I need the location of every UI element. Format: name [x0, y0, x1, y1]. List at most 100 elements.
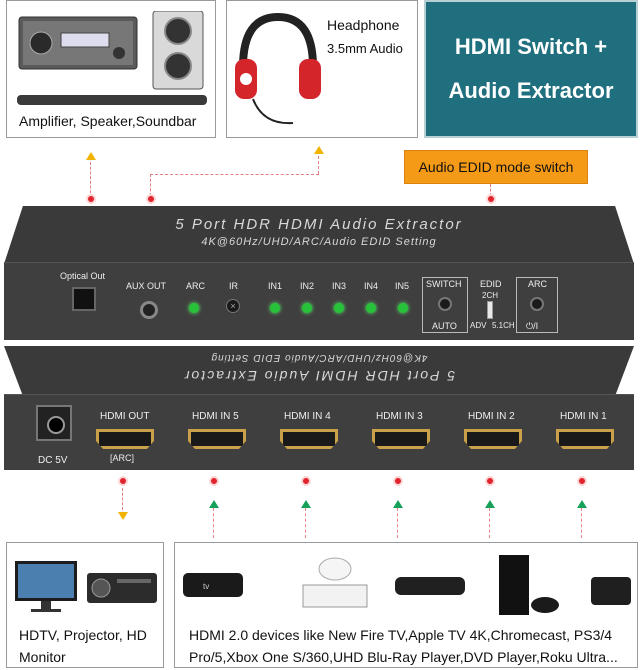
edid-2ch-label: 2CH: [482, 291, 499, 300]
line-to-headphone-down: [150, 174, 151, 196]
arrow-from-in3: [393, 500, 403, 508]
sources-line1: HDMI 2.0 devices like New Fire TV,Apple …: [189, 627, 613, 643]
in2-label: IN2: [300, 281, 315, 291]
amplifier-caption: Amplifier, Speaker,Soundbar: [19, 113, 197, 129]
headphone-image: [235, 12, 321, 125]
rear-print-line2: 4K@60Hz/UHD/ARC/Audio EDID Setting: [210, 352, 428, 363]
edid-slide-switch[interactable]: [487, 301, 493, 319]
auto-label: AUTO: [432, 321, 457, 331]
in1-label: IN1: [268, 281, 283, 291]
switch-button[interactable]: [438, 297, 452, 311]
rear-device-top: 4K@60Hz/UHD/ARC/Audio EDID Setting 5 Por…: [4, 346, 634, 396]
arc-label: ARC: [186, 281, 206, 291]
hdmi-in5-port: [188, 429, 246, 449]
edid-adv-label: ADV: [470, 321, 487, 330]
line-to-headphone: [318, 156, 319, 174]
arrow-from-in1: [577, 500, 587, 508]
optical-port: [72, 287, 96, 311]
sources-line2: Pro/5,Xbox One S/360,UHD Blu-Ray Player,…: [189, 649, 618, 665]
hdmi-in1-label: HDMI IN 1: [560, 411, 607, 422]
arrow-to-headphone: [314, 146, 324, 154]
aux-label: AUX OUT: [126, 281, 167, 291]
arrow-from-in5: [209, 500, 219, 508]
arc-note: [ARC]: [110, 453, 135, 463]
switch-frame: [422, 277, 468, 333]
arc-led: [189, 303, 199, 313]
sources-image: tv: [183, 555, 631, 615]
headphone-line2: 3.5mm Audio: [327, 41, 403, 56]
dot-in1: [577, 476, 587, 486]
in2-led: [302, 303, 312, 313]
line-in2: [489, 508, 490, 538]
hdmi-in2-label: HDMI IN 2: [468, 411, 515, 422]
arc-power-button[interactable]: [530, 297, 544, 311]
edid-callout: Audio EDID mode switch: [404, 150, 588, 184]
title-line-2: Audio Extractor: [448, 78, 614, 103]
hdmi-in2-port: [464, 429, 522, 449]
in5-led: [398, 303, 408, 313]
line-in1: [581, 508, 582, 538]
hdmi-in5-label: HDMI IN 5: [192, 411, 239, 422]
front-print-line1: 5 Port HDR HDMI Audio Extractor: [175, 216, 463, 233]
aux-jack: [140, 301, 158, 319]
dot-in2: [485, 476, 495, 486]
amplifier-image: [17, 11, 207, 105]
arrow-from-in2: [485, 500, 495, 508]
optical-label: Optical Out: [60, 271, 106, 281]
front-print-line2: 4K@60Hz/UHD/ARC/Audio EDID Setting: [201, 236, 437, 248]
ir-label: IR: [229, 281, 238, 291]
amplifier-box: Amplifier, Speaker,Soundbar: [6, 0, 216, 138]
rear-print-line1: 5 Port HDR HDMI Audio Extractor: [182, 368, 456, 384]
in1-led: [270, 303, 280, 313]
headphone-box: Headphone 3.5mm Audio: [226, 0, 418, 138]
in3-led: [334, 303, 344, 313]
dot-in4: [301, 476, 311, 486]
edid-51-label: 5.1CH: [492, 321, 515, 330]
arrow-to-display: [118, 512, 128, 520]
switch-label: SWITCH: [426, 279, 462, 289]
line-to-edid: [490, 184, 491, 196]
arc-button-label: ARC: [528, 279, 548, 289]
display-image: [15, 561, 157, 612]
hdmi-out-label: HDMI OUT: [100, 411, 150, 422]
dot-aux: [146, 194, 156, 204]
line-to-display: [122, 488, 123, 510]
sources-box: tv HDMI 2.0 devices like New Fire TV,App…: [174, 542, 638, 668]
hdmi-out-port: [96, 429, 154, 449]
arc-switch-frame: [516, 277, 558, 333]
arrow-to-amplifier: [86, 152, 96, 160]
line-to-amplifier: [90, 162, 91, 198]
dot-optical: [86, 194, 96, 204]
rear-device-face: DC 5V HDMI OUT [ARC] HDMI IN 5 HDMI IN 4…: [4, 394, 634, 470]
dot-in5: [209, 476, 219, 486]
in4-label: IN4: [364, 281, 379, 291]
dc-label: DC 5V: [38, 455, 68, 466]
display-line2: Monitor: [19, 649, 66, 665]
edid-label: EDID: [480, 279, 502, 289]
svg-text:tv: tv: [203, 582, 209, 591]
headphone-line1: Headphone: [327, 17, 400, 33]
dot-edid: [486, 194, 496, 204]
hdmi-in3-label: HDMI IN 3: [376, 411, 423, 422]
dot-in3: [393, 476, 403, 486]
front-panel-device: 5 Port HDR HDMI Audio Extractor 4K@60Hz/…: [4, 206, 634, 340]
line-to-headphone-h: [150, 174, 319, 175]
front-device-top: 5 Port HDR HDMI Audio Extractor 4K@60Hz/…: [4, 206, 634, 264]
display-box: HDTV, Projector, HD Monitor: [6, 542, 164, 668]
in5-label: IN5: [395, 281, 410, 291]
arrow-from-in4: [301, 500, 311, 508]
in3-label: IN3: [332, 281, 347, 291]
display-line1: HDTV, Projector, HD: [19, 627, 147, 643]
title-line-1: HDMI Switch +: [454, 34, 608, 59]
line-in5: [213, 508, 214, 538]
hdmi-in1-port: [556, 429, 614, 449]
rear-panel-device: 4K@60Hz/UHD/ARC/Audio EDID Setting 5 Por…: [4, 346, 634, 470]
power-label: ⏻/I: [526, 321, 539, 331]
ir-sensor: ×: [226, 299, 240, 313]
hdmi-in3-port: [372, 429, 430, 449]
dot-hdmi-out: [118, 476, 128, 486]
line-in4: [305, 508, 306, 538]
hdmi-in4-port: [280, 429, 338, 449]
hdmi-in4-label: HDMI IN 4: [284, 411, 331, 422]
in4-led: [366, 303, 376, 313]
